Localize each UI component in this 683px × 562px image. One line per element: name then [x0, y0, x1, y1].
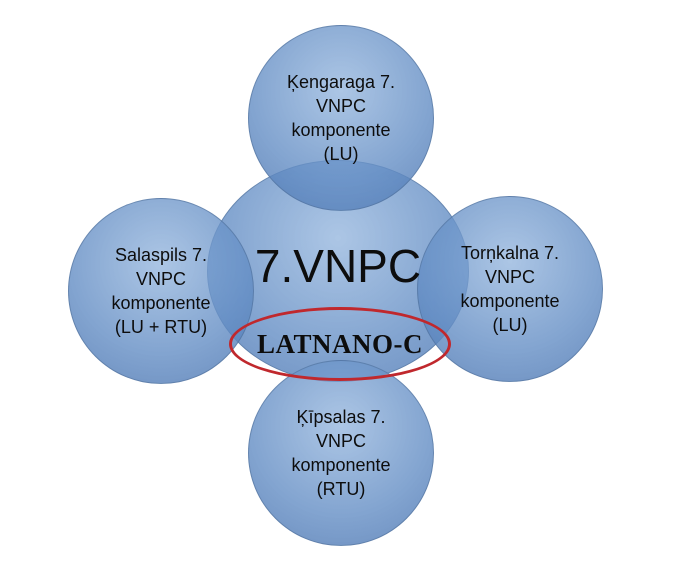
right-component-label: Torņkalna 7. VNPC komponente (LU) — [460, 243, 560, 335]
left-component-label: Salaspils 7. VNPC komponente (LU + RTU) — [111, 245, 211, 337]
bottom-component-label: Ķīpsalas 7. VNPC komponente (RTU) — [291, 407, 391, 499]
bottom-component-circle: Ķīpsalas 7. VNPC komponente (RTU) — [248, 360, 434, 546]
top-component-circle: Ķengaraga 7. VNPC komponente (LU) — [248, 25, 434, 211]
left-component-circle: Salaspils 7. VNPC komponente (LU + RTU) — [68, 198, 254, 384]
latnano-ellipse: LATNANO-C — [229, 307, 451, 381]
right-component-circle: Torņkalna 7. VNPC komponente (LU) — [417, 196, 603, 382]
top-component-label: Ķengaraga 7. VNPC komponente (LU) — [286, 72, 396, 164]
center-title: 7.VNPC — [254, 240, 422, 292]
center-subtitle: LATNANO-C — [257, 328, 423, 359]
